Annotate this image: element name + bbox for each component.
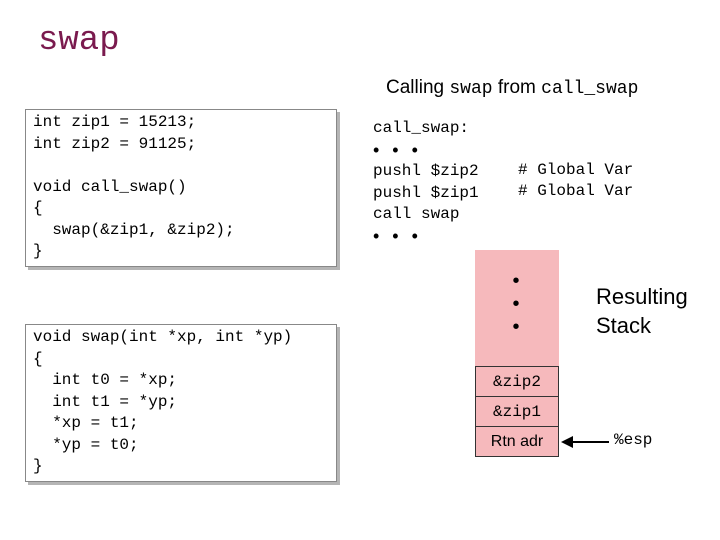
swap-code: void swap(int *xp, int *yp) { int t0 = *… <box>33 328 293 475</box>
calling-caption-part: from <box>492 77 542 98</box>
stack-cell-zip1: &zip1 <box>475 396 559 427</box>
asm-comment: # Global Var <box>518 161 634 179</box>
slide-title: swap <box>38 22 120 60</box>
esp-arrow-icon <box>561 436 609 448</box>
calling-caption-part: Calling <box>386 77 450 98</box>
asm-line: pushl $zip2 <box>373 162 479 180</box>
stack-ellipsis: • • • <box>512 270 520 338</box>
asm-line: pushl $zip1 <box>373 183 479 202</box>
globals-code: int zip1 = 15213; int zip2 = 91125; void… <box>33 113 235 260</box>
globals-code-box: int zip1 = 15213; int zip2 = 91125; void… <box>25 109 337 267</box>
swap-code-box: void swap(int *xp, int *yp) { int t0 = *… <box>25 324 337 482</box>
stack-cell-zip2: &zip2 <box>475 366 559 397</box>
calling-caption-func: swap <box>449 79 493 99</box>
asm-line: call swap <box>373 205 460 223</box>
asm-dots-end: • • • <box>373 225 422 246</box>
esp-label: %esp <box>614 431 653 449</box>
resulting-stack-label: Resulting Stack <box>596 284 688 338</box>
calling-caption-caller: call_swap <box>541 79 639 99</box>
calling-caption: Calling swap from call_swap <box>386 77 638 99</box>
asm-dots-start: • • • <box>373 139 422 160</box>
asm-comment: # Global Var <box>518 182 634 200</box>
stack-upper-region <box>475 250 559 367</box>
asm-label: call_swap: <box>373 119 470 137</box>
assembly-listing: call_swap: • • • pushl $zip2 pushl $zip1… <box>373 118 479 247</box>
stack-cell-return-address: Rtn adr <box>475 426 559 457</box>
